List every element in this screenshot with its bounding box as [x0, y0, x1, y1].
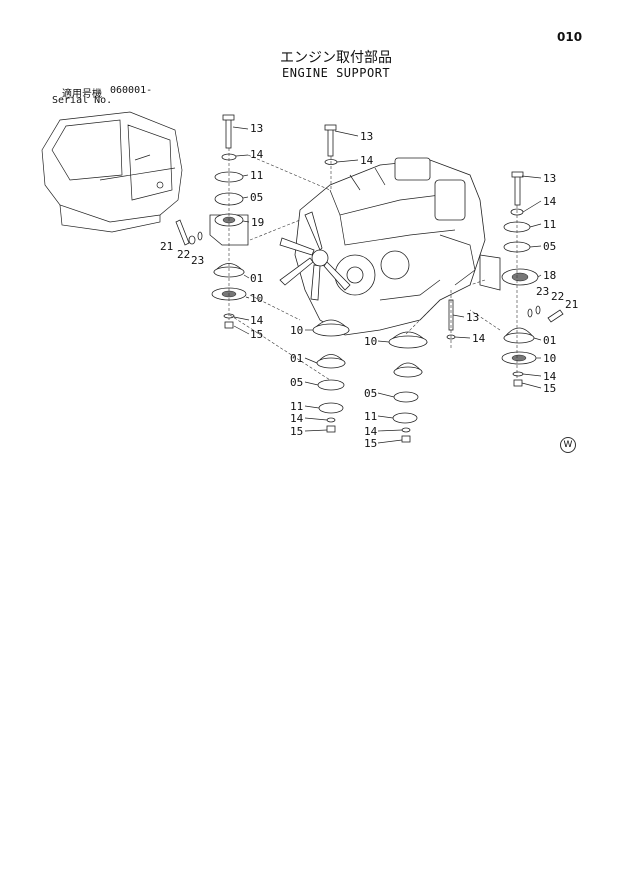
callout-bottom-left-11: 11 — [290, 400, 303, 413]
fan — [279, 211, 351, 301]
callout-bottom-center-14: 14 — [364, 425, 378, 438]
callout-right-11: 11 — [543, 218, 556, 231]
right-mount-parts — [479, 171, 564, 387]
watermark-circle-w: W — [560, 437, 576, 453]
page-number: 010 — [557, 30, 583, 44]
callout-left-10: 10 — [250, 292, 263, 305]
middle-bolt-parts — [446, 290, 456, 350]
callout-bottom-center-15: 15 — [364, 437, 377, 450]
callout-left-14: 14 — [250, 148, 264, 161]
callout-bottom-left-15: 15 — [290, 425, 303, 438]
callout-right-21: 21 — [565, 298, 578, 311]
callout-bottom-center-05: 05 — [364, 387, 377, 400]
callout-bottom-left-01: 01 — [290, 352, 303, 365]
engine-block — [294, 157, 486, 336]
callout-right-10: 10 — [543, 352, 556, 365]
serial-label-japanese: 適用号機 — [62, 89, 102, 100]
callout-bottom-left-14: 14 — [290, 412, 304, 425]
bottom-left-mount-parts — [312, 319, 350, 433]
top-bolt-parts — [324, 124, 338, 190]
callout-right-05: 05 — [543, 240, 556, 253]
callout-left-22: 22 — [177, 248, 190, 261]
callout-right-15: 15 — [543, 382, 556, 395]
callout-bottom-center-10: 10 — [364, 335, 377, 348]
page-title-japanese: エンジン取付部品 — [280, 50, 392, 66]
callout-left-11: 11 — [250, 169, 263, 182]
callout-left-23: 23 — [191, 254, 204, 267]
callout-bottom-center-11: 11 — [364, 410, 377, 423]
callout-right-14b: 14 — [543, 370, 557, 383]
callout-left-01: 01 — [250, 272, 263, 285]
page-title-english: ENGINE SUPPORT — [282, 66, 391, 80]
callout-right-23: 23 — [536, 285, 549, 298]
callout-left-21: 21 — [160, 240, 173, 253]
callout-left-13: 13 — [250, 122, 263, 135]
excavator-sketch — [41, 111, 183, 233]
callout-left-19: 19 — [251, 216, 264, 229]
callout-left-14b: 14 — [250, 314, 264, 327]
callout-mid-13: 13 — [466, 311, 479, 324]
callout-top-13: 13 — [360, 130, 373, 143]
callout-left-15: 15 — [250, 328, 263, 341]
callout-bottom-left-05: 05 — [290, 376, 303, 389]
callout-right-22: 22 — [551, 290, 564, 303]
callout-left-05: 05 — [250, 191, 263, 204]
callout-bottom-left-10: 10 — [290, 324, 303, 337]
left-mount-parts — [175, 114, 249, 329]
bottom-center-mount-parts — [388, 331, 428, 443]
callout-right-18: 18 — [543, 269, 556, 282]
serial-label-english: Serial No. — [52, 95, 113, 106]
leader-lines — [229, 126, 542, 444]
serial-number: 060001- — [110, 85, 153, 96]
callout-mid-14: 14 — [472, 332, 486, 345]
callout-top-14: 14 — [360, 154, 374, 167]
callout-right-01: 01 — [543, 334, 556, 347]
callout-right-14: 14 — [543, 195, 557, 208]
callout-right-13: 13 — [543, 172, 556, 185]
